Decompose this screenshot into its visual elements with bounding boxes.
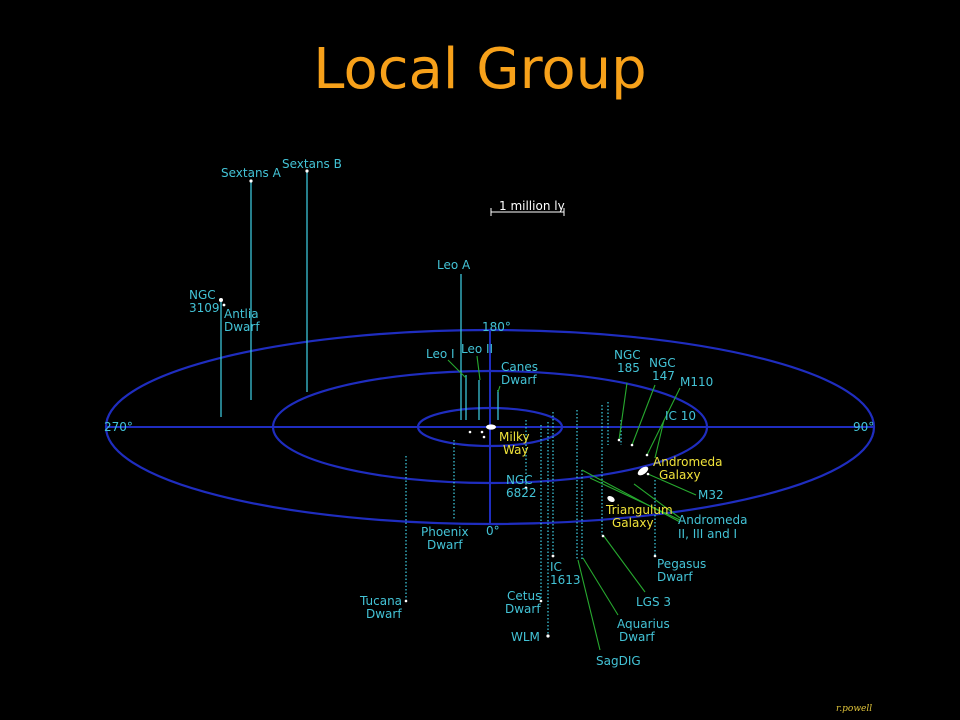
label-leo-a: Leo A — [437, 258, 471, 272]
label-andromeda-ii: Andromeda II, III and I — [678, 513, 751, 541]
andromeda-disk — [637, 466, 649, 476]
dot-leo-i — [468, 430, 472, 434]
label-ic10: IC 10 — [665, 409, 696, 423]
leader-ngc147 — [631, 384, 656, 446]
label-tucana: Tucana Dwarf — [359, 594, 406, 621]
dot-wlm — [546, 634, 550, 638]
leader-m32 — [647, 473, 697, 496]
scale-bar: 1 million ly — [490, 199, 565, 216]
leader-andromeda-ii-3 — [581, 469, 681, 523]
stems-below-plane — [405, 402, 656, 635]
dot-m110 — [645, 453, 649, 457]
dot-m32 — [646, 472, 650, 476]
galaxy-labels: Sextans A Sextans B NGC 3109 Antlia Dwar… — [189, 157, 751, 668]
dot-tucana — [404, 599, 408, 603]
dot-ngc147 — [630, 443, 634, 447]
leader-lgs3 — [602, 534, 646, 593]
leader-canes — [497, 385, 501, 393]
dot-ngc3109 — [219, 298, 223, 302]
label-ngc185: NGC 185 — [614, 348, 644, 375]
leader-leo-i — [447, 359, 467, 379]
scale-bar-label: 1 million ly — [499, 199, 565, 213]
slide-title: Local Group — [313, 37, 647, 102]
label-leo-ii: Leo II — [461, 342, 493, 356]
dot-antlia — [222, 303, 226, 307]
degree-label-right: 90° — [853, 420, 874, 434]
dot-ngc185 — [617, 438, 621, 442]
label-sextans-a: Sextans A — [221, 166, 282, 180]
dot-pegasus — [653, 554, 657, 558]
label-ngc147: NGC 147 — [649, 356, 679, 383]
image-credit: r.powell — [836, 704, 872, 714]
leader-sagdig — [577, 559, 601, 651]
label-aquarius: Aquarius Dwarf — [617, 617, 674, 644]
leader-lines — [447, 355, 697, 651]
label-ic1613: IC 1613 — [550, 560, 581, 587]
label-sextans-b: Sextans B — [282, 157, 342, 171]
leader-andromeda-ii-2 — [589, 477, 681, 521]
label-phoenix: Phoenix Dwarf — [421, 525, 472, 552]
triangulum-disk — [607, 495, 615, 503]
dot-milky-way-b — [482, 435, 486, 439]
label-antlia: Antlia Dwarf — [224, 307, 262, 334]
galaxy-markers — [219, 169, 657, 638]
label-canes: Canes Dwarf — [501, 360, 542, 387]
label-cetus: Cetus Dwarf — [505, 589, 545, 616]
label-wlm: WLM — [511, 630, 540, 644]
label-sagdig: SagDIG — [596, 654, 641, 668]
label-milky-way: Milky Way — [499, 430, 533, 457]
stems-above-plane — [220, 172, 499, 420]
label-m32: M32 — [698, 488, 724, 502]
dot-ic1613 — [551, 554, 555, 558]
degree-label-top: 180° — [482, 320, 511, 334]
label-andromeda: Andromeda Galaxy — [653, 455, 726, 482]
label-leo-i: Leo I — [426, 347, 455, 361]
label-ngc6822: NGC 6822 — [506, 473, 537, 500]
dot-cetus — [539, 599, 543, 603]
label-pegasus: Pegasus Dwarf — [657, 557, 710, 584]
label-lgs3: LGS 3 — [636, 595, 671, 609]
leader-andromeda-ii-1 — [633, 483, 681, 519]
dot-ngc6822 — [524, 486, 528, 490]
degree-label-left: 270° — [104, 420, 133, 434]
label-ngc3109: NGC 3109 — [189, 288, 220, 315]
dot-sextans-b — [305, 169, 309, 173]
dot-sextans-a — [249, 179, 253, 183]
leader-aquarius — [582, 557, 619, 616]
label-m110: M110 — [680, 375, 713, 389]
degree-labels: 180° 90° 270° 0° — [104, 320, 874, 538]
dot-lgs3 — [601, 534, 605, 538]
leader-ngc185 — [618, 382, 628, 441]
degree-label-bottom: 0° — [486, 524, 500, 538]
dot-milky-way-a — [480, 430, 484, 434]
leader-ic10 — [654, 419, 665, 459]
leader-leo-ii — [476, 355, 481, 381]
milky-way-disk — [486, 424, 496, 430]
label-triangulum: Triangulum Galaxy — [605, 503, 676, 530]
